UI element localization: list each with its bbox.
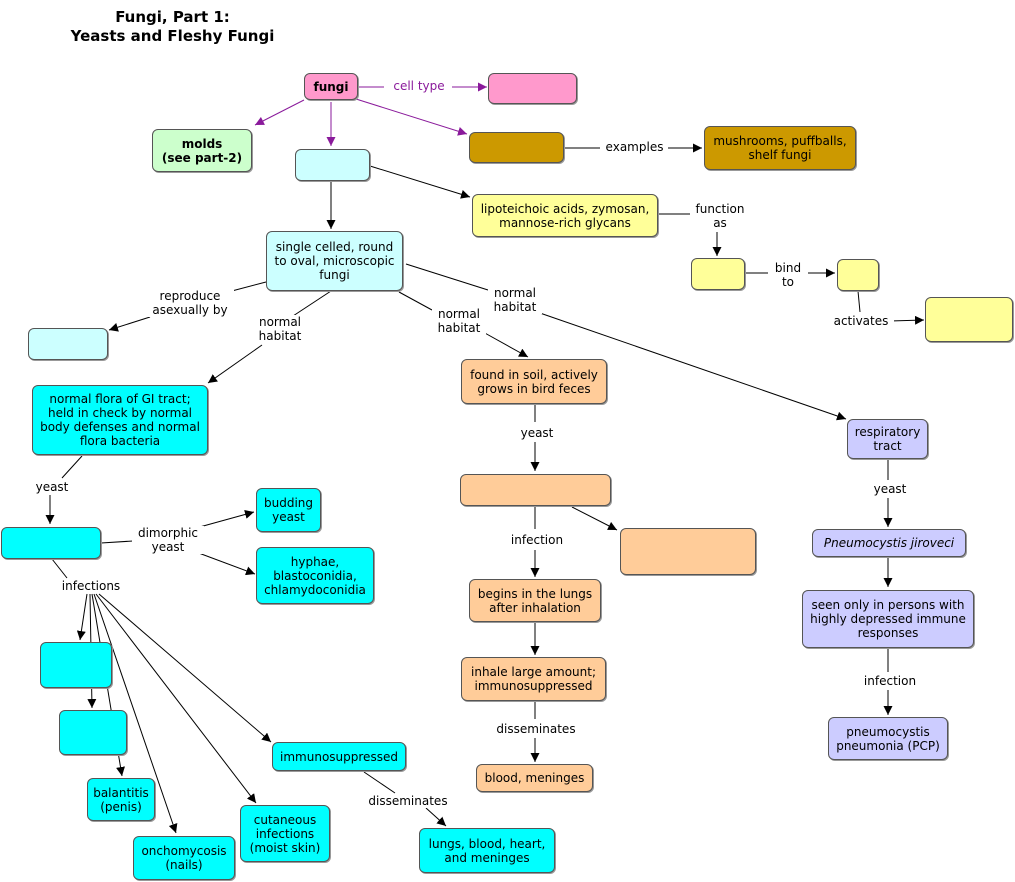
node-fungi[interactable]: fungi [304, 73, 358, 100]
edge-receptor-activates [857, 290, 861, 313]
edge-single-habitatgi [292, 290, 332, 317]
edge-single-reproduce [227, 281, 267, 293]
edge-inf-immuno [98, 593, 272, 743]
node-crypto2-blank[interactable] [620, 528, 756, 575]
label-dimorphic-yeast: dimorphic yeast [132, 526, 204, 554]
edge-candida-infections [51, 558, 68, 579]
edge-habitatgi-gi [207, 344, 263, 384]
label-cell-type: cell type [386, 79, 452, 93]
node-budding-yeast[interactable]: budding yeast [256, 488, 321, 532]
label-function-as: function as [690, 202, 750, 230]
label-yeast-gi: yeast [30, 480, 74, 494]
node-balantitis[interactable]: balantitis (penis) [87, 778, 155, 821]
node-gi-flora[interactable]: normal flora of GI tract; held in check … [32, 385, 208, 455]
node-inhale[interactable]: inhale large amount; immunosuppressed [461, 657, 606, 701]
node-fleshy-fungi-blank[interactable] [469, 132, 564, 163]
label-disseminates-crypto: disseminates [489, 722, 583, 736]
node-onychomycosis[interactable]: onchomycosis (nails) [133, 836, 235, 880]
edge-reproduce-budding [108, 316, 151, 332]
node-candida-blank[interactable] [1, 527, 101, 559]
edge-activates-blank [889, 315, 925, 325]
node-hyphae[interactable]: hyphae, blastoconidia, chlamydoconidia [256, 547, 374, 604]
edge-dimorphic-hyphae [195, 551, 256, 576]
node-soil[interactable]: found in soil, actively grows in bird fe… [461, 359, 607, 404]
label-habitat-gi: normal habitat [253, 315, 307, 343]
edge-immuno-disseminates [363, 771, 396, 794]
label-bind-to: bind to [768, 261, 808, 289]
label-habitat-soil: normal habitat [432, 307, 486, 335]
label-examples: examples [601, 140, 668, 154]
node-depressed-immune[interactable]: seen only in persons with highly depress… [802, 590, 974, 648]
node-infection-blank-2[interactable] [59, 710, 127, 755]
node-lungs-blood-heart[interactable]: lungs, blood, heart, and meninges [419, 828, 555, 873]
edge-inf-blank1 [76, 593, 88, 641]
node-cell-type-blank[interactable] [488, 73, 577, 104]
edge-candida-dimorphic [100, 540, 134, 544]
edge-single-habitatresp [405, 263, 489, 291]
node-receptor-blank[interactable] [837, 259, 879, 291]
node-pamp-blank[interactable] [691, 258, 745, 290]
edge-inf-cutaneous [95, 593, 257, 804]
edge-habitatresp-resp [536, 311, 847, 421]
node-blood-meninges[interactable]: blood, meninges [476, 764, 593, 792]
edge-habitatsoil-soil [482, 331, 529, 358]
node-infection-blank-1[interactable] [40, 642, 112, 688]
node-cutaneous[interactable]: cutaneous infections (moist skin) [240, 805, 330, 862]
edge-fungi-molds [254, 99, 305, 126]
node-pneumocystis[interactable]: Pneumocystis jiroveci [812, 529, 966, 557]
edge-dimorphic-budding [195, 510, 255, 529]
label-habitat-resp: normal habitat [488, 286, 542, 314]
label-activates: activates [828, 314, 894, 328]
node-respiratory-tract[interactable]: respiratory tract [847, 419, 928, 459]
node-budding-blank[interactable] [28, 328, 108, 360]
node-single-celled[interactable]: single celled, round to oval, microscopi… [266, 231, 403, 291]
node-immunosuppressed[interactable]: immunosuppressed [272, 742, 406, 771]
edge-disseminates-lungs [425, 807, 447, 827]
node-mushrooms[interactable]: mushrooms, puffballs, shelf fungi [704, 126, 856, 170]
edge-inf-onycho [93, 593, 178, 834]
label-infection-resp: infection [858, 674, 922, 688]
label-yeast-soil: yeast [513, 426, 561, 440]
label-reproduce: reproduce asexually by [146, 289, 234, 317]
page-title: Fungi, Part 1: Yeasts and Fleshy Fungi [70, 8, 275, 45]
node-pcp[interactable]: pneumocystis pneumonia (PCP) [828, 717, 948, 760]
node-crypto-blank[interactable] [460, 474, 611, 506]
node-activates-blank[interactable] [925, 297, 1013, 342]
label-disseminates-immuno: disseminates [362, 794, 454, 808]
node-lungs-begin[interactable]: begins in the lungs after inhalation [469, 579, 601, 622]
node-yeasts-blank[interactable] [295, 149, 370, 181]
node-cell-wall[interactable]: lipoteichoic acids, zymosan, mannose-ric… [472, 194, 658, 237]
label-yeast-resp: yeast [866, 482, 914, 496]
edge-yeasts-cellwall [369, 165, 471, 199]
node-molds[interactable]: molds (see part-2) [152, 129, 252, 172]
edge-fungi-fleshy [355, 98, 468, 136]
label-infection-crypto: infection [505, 533, 569, 547]
edge-crypto-crypto2 [571, 506, 618, 531]
edge-single-habitatsoil [398, 291, 433, 311]
label-infections: infections [56, 579, 126, 593]
edge-gi-yeast [61, 455, 83, 479]
